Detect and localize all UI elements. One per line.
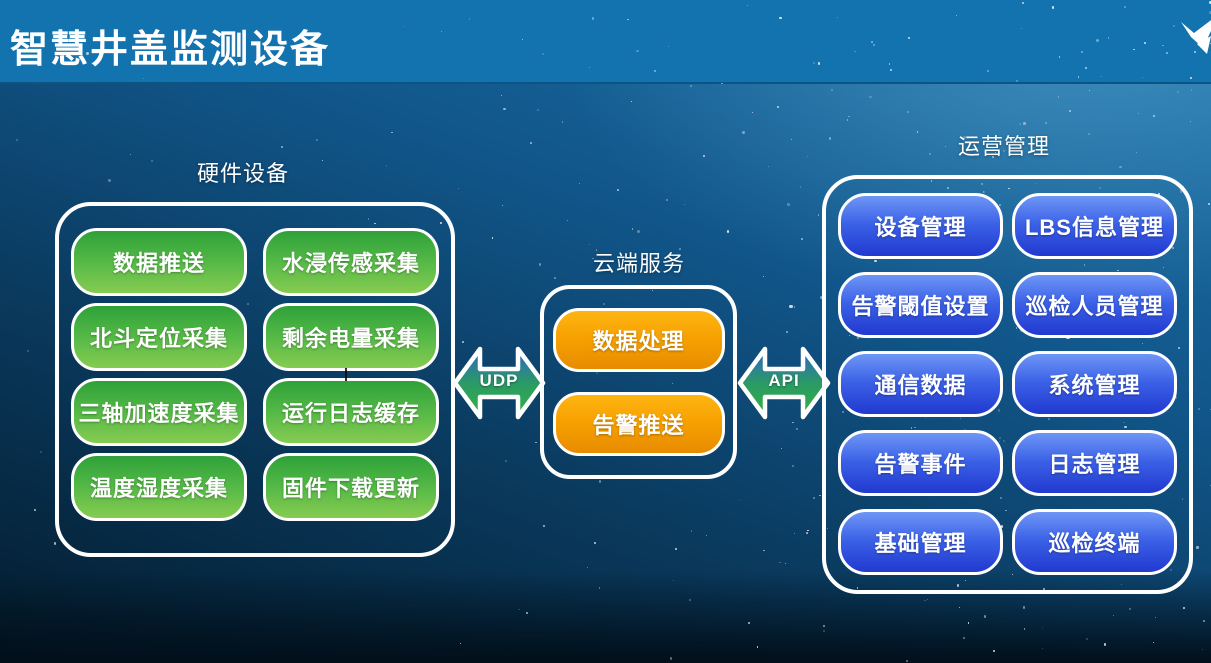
page-title: 智慧井盖监测设备 [10, 29, 331, 71]
cloud-group-box: 数据处理 告警推送 [540, 285, 737, 479]
node-triaxial-acceleration: 三轴加速度采集 [71, 378, 247, 446]
node-battery-level: 剩余电量采集 [263, 303, 439, 371]
api-label: API [768, 371, 800, 390]
node-run-log-cache: 运行日志缓存 [263, 378, 439, 446]
node-log-management: 日志管理 [1012, 430, 1177, 496]
header-bar [0, 0, 1211, 84]
node-inspector-management: 巡检人员管理 [1012, 272, 1177, 338]
node-device-management: 设备管理 [838, 193, 1003, 259]
brand-logo-icon [1181, 20, 1211, 54]
node-beidou-positioning: 北斗定位采集 [71, 303, 247, 371]
node-alarm-push: 告警推送 [552, 392, 725, 456]
node-water-immersion-sensing: 水浸传感采集 [263, 228, 439, 296]
node-basic-management: 基础管理 [838, 509, 1003, 575]
node-data-push: 数据推送 [71, 228, 247, 296]
node-lbs-info-management: LBS信息管理 [1012, 193, 1177, 259]
node-inspection-terminal: 巡检终端 [1012, 509, 1177, 575]
node-firmware-update: 固件下载更新 [263, 453, 439, 521]
node-communication-data: 通信数据 [838, 351, 1003, 417]
hardware-group-box: 数据推送 水浸传感采集 北斗定位采集 剩余电量采集 三轴加速度采集 运行日志缓存… [55, 202, 455, 557]
hardware-group-label: 硬件设备 [197, 161, 290, 186]
text-cursor-artifact [345, 368, 347, 381]
node-system-management: 系统管理 [1012, 351, 1177, 417]
udp-label: UDP [479, 371, 519, 390]
api-double-arrow [737, 346, 831, 420]
node-temperature-humidity: 温度湿度采集 [71, 453, 247, 521]
node-alarm-events: 告警事件 [838, 430, 1003, 496]
node-alarm-threshold-setting: 告警閾值设置 [838, 272, 1003, 338]
operations-group-box: 设备管理 LBS信息管理 告警閾值设置 巡检人员管理 通信数据 系统管理 告警事… [822, 175, 1193, 594]
node-data-processing: 数据处理 [552, 308, 725, 372]
operations-group-label: 运营管理 [958, 134, 1051, 159]
cloud-group-label: 云端服务 [593, 251, 686, 276]
